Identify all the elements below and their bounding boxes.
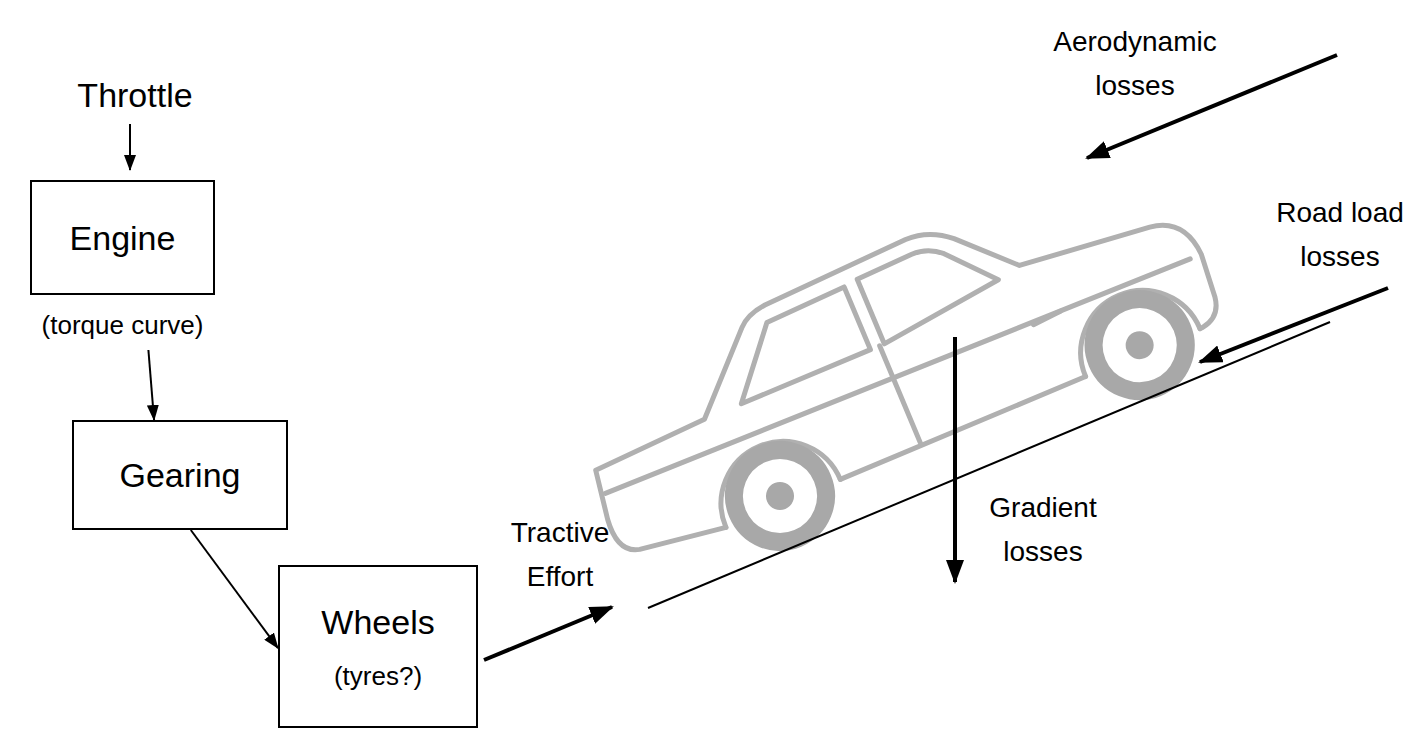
car-sill (840, 377, 1085, 480)
box-title: Gearing (120, 455, 241, 495)
car-illustration (552, 136, 1242, 603)
box-title: Wheels (321, 602, 434, 642)
car-body (552, 136, 1228, 568)
force-label: Aerodynamic losses (1035, 20, 1235, 108)
door-line (880, 346, 921, 443)
wheel-hub (762, 478, 799, 515)
process-box: Gearing (72, 420, 288, 530)
tractive-arrow (484, 607, 612, 660)
wheel-hub (1121, 327, 1158, 364)
throttle-arrow (129, 124, 131, 170)
car-wheel (1079, 285, 1199, 405)
flow-arrow (191, 530, 278, 648)
car-window (856, 227, 1004, 344)
car-window (715, 287, 870, 404)
box-subtitle: (tyres?) (334, 661, 422, 691)
process-box: Wheels (tyres?) (278, 565, 478, 728)
input-label: Throttle (25, 75, 245, 115)
force-label: Gradient losses (968, 486, 1118, 574)
flow-arrow (148, 350, 154, 420)
road-load-arrow (1200, 288, 1388, 362)
force-label: Tractive Effort (490, 511, 630, 599)
box-subtitle: (torque curve) (42, 310, 204, 340)
process-box: Engine(torque curve) (30, 180, 215, 295)
box-title: Engine (70, 218, 176, 258)
force-label: Road load losses (1260, 191, 1420, 279)
door-handle (1033, 311, 1061, 324)
road-line (648, 322, 1330, 608)
gradient-arrow (953, 337, 957, 582)
car-wheel (720, 436, 840, 556)
